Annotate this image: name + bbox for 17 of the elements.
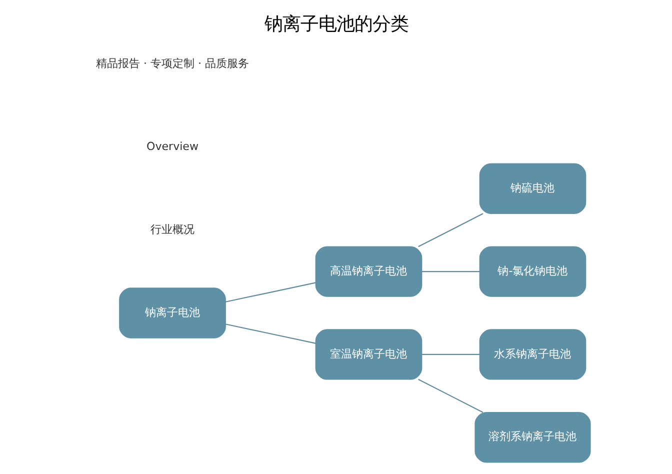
connector xyxy=(418,213,483,248)
label: 精品报告 · 专项定制 · 品质服务 xyxy=(95,57,249,70)
node-box: 室温钠离子电池 xyxy=(314,329,422,380)
node-box: 钠离子电池 xyxy=(118,288,226,338)
node-box: 钠硫电池 xyxy=(478,163,586,214)
node-box: 钠-氯化钠电池 xyxy=(478,246,586,297)
connector xyxy=(421,354,480,356)
label: 行业概况 xyxy=(150,222,194,236)
connector xyxy=(421,271,480,272)
label: Overview xyxy=(146,140,198,154)
connector xyxy=(418,378,483,413)
diagram-title: 钠离子电池的分类 xyxy=(264,14,408,36)
node-box: 水系钠离子电池 xyxy=(478,329,586,380)
node-box: 高温钠离子电池 xyxy=(314,246,422,297)
node-box: 溶剂系钠离子电池 xyxy=(474,412,590,463)
connector xyxy=(224,282,316,302)
connector xyxy=(224,324,316,344)
